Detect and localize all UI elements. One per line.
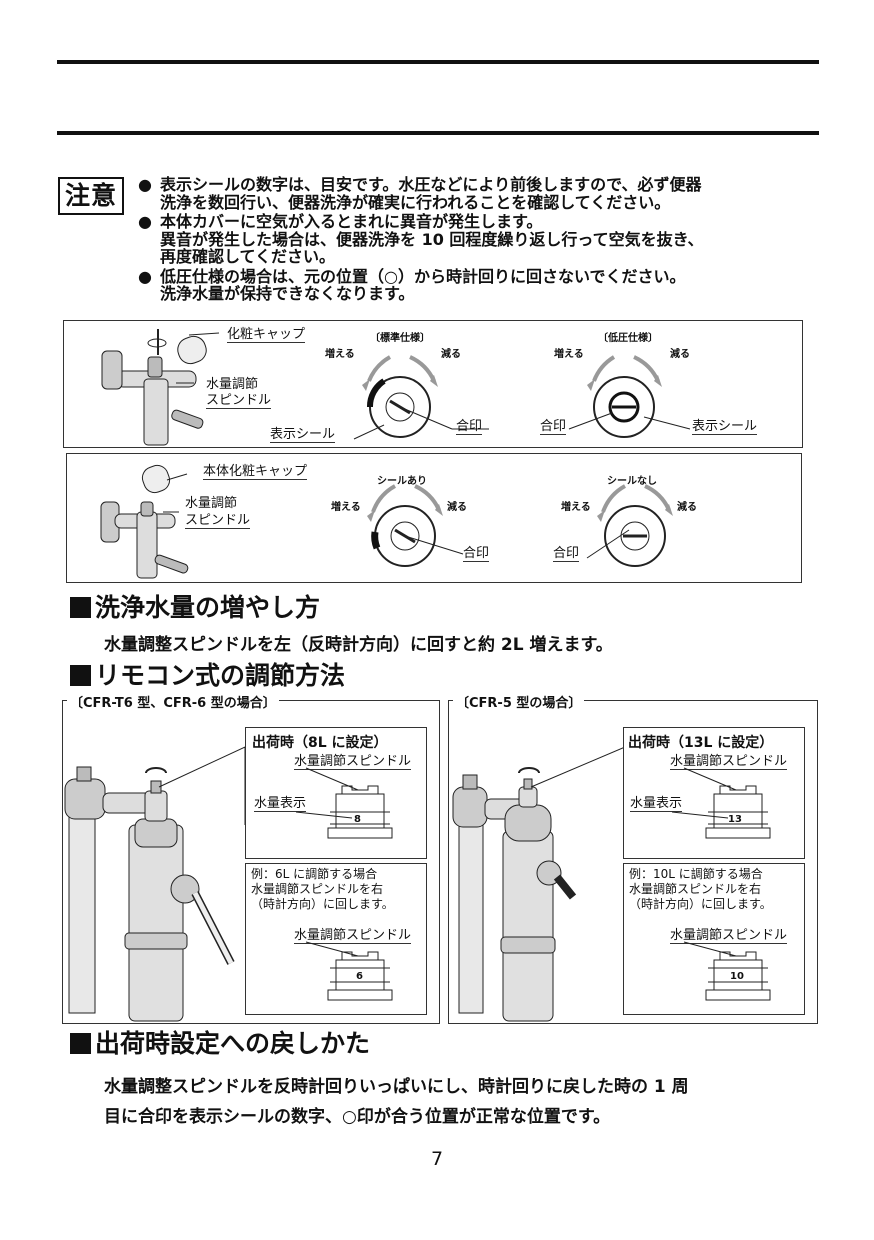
standard-spec-title: 〔標準仕様〕 — [370, 333, 430, 344]
cap-label: 化粧キャップ — [227, 323, 306, 343]
second-rule — [57, 131, 819, 135]
spindle-label: スピンドル — [206, 389, 272, 409]
decrease-label: 減る — [670, 349, 690, 360]
example-text: （時計方向）に回します。 — [251, 897, 394, 911]
valve-illustration-2 — [100, 464, 673, 579]
reset-body-line: 水量調整スピンドルを反時計回りいっぱいにし、時計回りに戻した時の 1 周 — [104, 1077, 689, 1097]
valve-illustration-1 — [101, 329, 691, 446]
sticker-label: 表示シール — [270, 423, 336, 443]
spindle-label: 水量調節スピンドル — [670, 754, 788, 770]
section-title-text: 出荷時設定への戻しかた — [95, 1029, 371, 1058]
spindle-figure — [671, 767, 771, 839]
with-seal-title: シールあり — [377, 476, 427, 487]
spindle-figure — [295, 767, 393, 839]
diagram-seal: 本体化粧キャップ 水量調節 スピンドル シールあり 増える 減る 合印 シールな… — [66, 453, 802, 583]
align-mark-label: 合印 — [553, 542, 580, 562]
notice-text: 本体カバーに空気が入るとまれに異音が発生します。 — [160, 212, 543, 231]
water-value: 13 — [728, 814, 742, 825]
page-number: 7 — [430, 1148, 444, 1170]
water-value: 8 — [354, 814, 361, 825]
square-bullet-icon — [70, 597, 91, 618]
factory-setting-title: 出荷時（13L に設定） — [628, 735, 774, 751]
decrease-label: 減る — [677, 502, 697, 513]
panel-cfr-5: 〔CFR-5 型の場合〕 出荷時（13L に設定） 水量調節スピンドル 水量表示… — [448, 692, 818, 1024]
factory-setting-title: 出荷時（8L に設定） — [252, 735, 388, 751]
align-mark-label: 合印 — [456, 415, 483, 435]
section-title-remote: リモコン式の調節方法 — [70, 656, 345, 692]
low-spec-title: 〔低圧仕様〕 — [598, 333, 658, 344]
align-mark-label: 合印 — [463, 542, 490, 562]
example-text: 水量調節スピンドルを右 — [251, 882, 384, 896]
notice-label: 注意 — [58, 177, 124, 215]
notice-text: 洗浄を数回行い、便器洗浄が確実に行われることを確認してください。 — [160, 192, 671, 212]
square-bullet-icon — [70, 665, 91, 686]
water-display-label: 水量表示 — [254, 796, 307, 812]
increase-label: 増える — [325, 349, 355, 360]
spindle-label: 水量調節 — [206, 377, 259, 392]
diagram-standard-low: 化粧キャップ 水量調節 スピンドル 表示シール 〔標準仕様〕 増える 減る 合印… — [63, 320, 803, 448]
notice-text: 低圧仕様の場合は、元の位置（○）から時計回りに回さないでください。 — [160, 266, 686, 286]
example-callout: 例：6L に調節する場合 水量調節スピンドルを右 （時計方向）に回します。 水量… — [245, 863, 427, 1015]
increase-body: 水量調整スピンドルを左（反時計方向）に回すと約 2L 増えます。 — [104, 635, 613, 655]
increase-label: 増える — [554, 349, 584, 360]
notice-item-1: 表示シールの数字は、目安です。水圧などにより前後しますので、必ず便器 洗浄を数回… — [138, 176, 828, 211]
reset-body-line: 目に合印を表示シールの数字、○印が合う位置が正常な位置です。 — [104, 1107, 611, 1127]
align-mark-label: 合印 — [540, 415, 567, 435]
example-text: （時計方向）に回します。 — [629, 897, 772, 911]
notice-text: 表示シールの数字は、目安です。水圧などにより前後しますので、必ず便器 — [160, 175, 702, 194]
spindle-figure — [683, 941, 771, 1001]
spindle-label: 水量調節スピンドル — [670, 928, 788, 944]
water-value: 10 — [730, 971, 744, 982]
notice-item-3: 低圧仕様の場合は、元の位置（○）から時計回りに回さないでください。 洗浄水量が保… — [138, 266, 828, 303]
spindle-label: 水量調節スピンドル — [294, 754, 412, 770]
body-cap-label: 本体化粧キャップ — [203, 460, 308, 480]
panel-title: 〔CFR-T6 型、CFR-6 型の場合〕 — [67, 692, 279, 711]
section-title-increase: 洗浄水量の増やし方 — [70, 588, 320, 624]
sticker-label: 表示シール — [692, 415, 758, 435]
increase-label: 増える — [561, 502, 591, 513]
example-text: 水量調節スピンドルを右 — [629, 882, 762, 896]
increase-label: 増える — [331, 502, 361, 513]
spindle-label: 水量調節スピンドル — [294, 928, 412, 944]
decrease-label: 減る — [441, 349, 461, 360]
section-title-text: リモコン式の調節方法 — [95, 661, 346, 690]
notice-text: 異音が発生した場合は、便器洗浄を 10 回程度繰り返し行って空気を抜き、 — [160, 229, 704, 249]
factory-callout: 出荷時（13L に設定） 水量調節スピンドル 水量表示 13 — [623, 727, 805, 859]
example-text: 例：6L に調節する場合 — [251, 867, 378, 881]
notice-item-2: 本体カバーに空気が入るとまれに異音が発生します。 異音が発生した場合は、便器洗浄… — [138, 213, 828, 266]
remote-valve-illustration — [64, 746, 246, 1022]
notice-text: 洗浄水量が保持できなくなります。 — [160, 284, 415, 303]
example-text: 例：10L に調節する場合 — [629, 867, 763, 881]
section-title-text: 洗浄水量の増やし方 — [95, 593, 321, 622]
spindle-figure — [305, 941, 393, 1001]
top-rule — [57, 60, 819, 64]
example-callout: 例：10L に調節する場合 水量調節スピンドルを右 （時計方向）に回します。 水… — [623, 863, 805, 1015]
factory-callout: 出荷時（8L に設定） 水量調節スピンドル 水量表示 8 — [245, 727, 427, 859]
panel-title: 〔CFR-5 型の場合〕 — [453, 692, 585, 711]
section-title-reset: 出荷時設定への戻しかた — [70, 1024, 370, 1060]
square-bullet-icon — [70, 1033, 91, 1054]
spindle-label: スピンドル — [185, 509, 251, 529]
spindle-label: 水量調節 — [185, 496, 238, 511]
water-display-label: 水量表示 — [630, 796, 683, 812]
without-seal-title: シールなし — [607, 476, 657, 487]
panel-cfr-t6: 〔CFR-T6 型、CFR-6 型の場合〕 出荷時（8L に設定） 水量調節スピ… — [62, 692, 440, 1024]
decrease-label: 減る — [447, 502, 467, 513]
water-value: 6 — [356, 971, 363, 982]
notice-text: 再度確認してください。 — [160, 247, 336, 266]
notice-list: 表示シールの数字は、目安です。水圧などにより前後しますので、必ず便器 洗浄を数回… — [138, 176, 828, 305]
